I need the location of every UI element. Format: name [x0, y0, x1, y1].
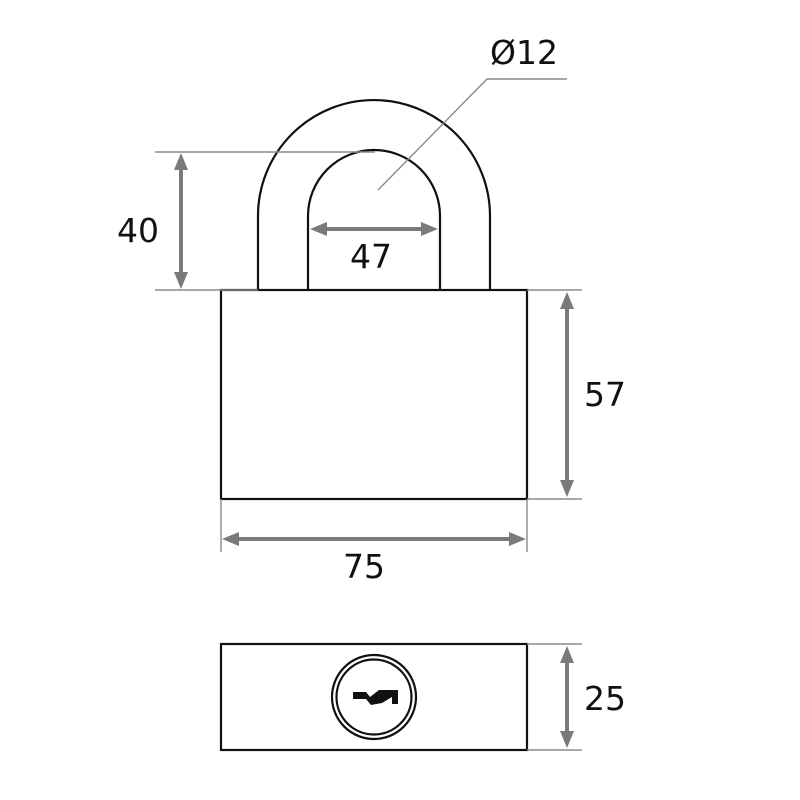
label-body-depth: 25 — [584, 679, 626, 718]
label-body-height: 57 — [584, 375, 626, 414]
label-shackle-diameter: Ø12 — [490, 33, 558, 72]
padlock-body-bottom — [219, 642, 529, 752]
label-shackle-clearance: 40 — [117, 211, 159, 250]
shackle-inner — [306, 148, 442, 290]
shackle-outer — [256, 98, 492, 290]
label-body-width: 75 — [343, 547, 385, 586]
padlock-body-front — [219, 288, 529, 501]
dimension-arrow-40 — [174, 153, 188, 289]
keyhole-icon — [330, 653, 418, 741]
dimension-arrow-25 — [560, 646, 574, 748]
dimension-arrow-57 — [560, 292, 574, 497]
label-shackle-inner-width: 47 — [350, 237, 392, 276]
dimension-arrow-47 — [310, 222, 438, 236]
dimension-arrow-75 — [222, 532, 526, 546]
extension-lines — [155, 78, 582, 751]
